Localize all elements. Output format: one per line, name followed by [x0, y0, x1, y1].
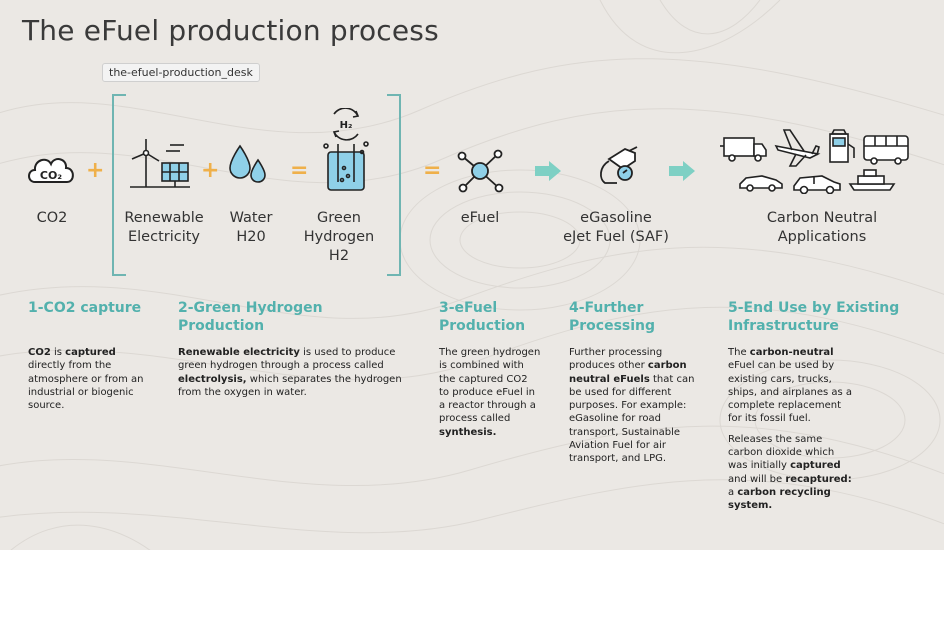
desc4-line6: eGasoline for road [569, 413, 661, 425]
label-water: Water H20 [222, 209, 280, 247]
label-green-line3: H2 [328, 248, 350, 264]
step1-description: CO2 is captured directly from the atmosp… [28, 346, 168, 412]
desc5-line7: Releases the same [728, 433, 823, 445]
contour-background [0, 0, 944, 550]
plus-operator-2: + [201, 158, 220, 183]
co2-cloud-icon: CO₂ [28, 158, 74, 183]
label-carbon-neutral: Carbon Neutral Applications [752, 209, 892, 247]
arrow-right-icon-2 [669, 161, 695, 181]
water-drops-icon [229, 144, 266, 183]
label-green-line2: Hydrogen [303, 229, 375, 245]
desc4-line2: produces other carbon [569, 360, 687, 372]
label-renewable: Renewable Electricity [118, 209, 210, 247]
label-efuel-line1: eFuel [460, 210, 500, 226]
label-water-line1: Water [229, 210, 273, 226]
desc3-line6: process called [439, 413, 511, 425]
desc3-line4: to produce eFuel in [439, 386, 536, 398]
desc4-line3: neutral eFuels that can [569, 373, 695, 385]
bracket-left [112, 94, 126, 276]
step5-title-line1: 5-End Use by Existing [728, 300, 900, 316]
desc5-line2: eFuel can be used by [728, 360, 835, 372]
desc1-line4: industrial or biogenic [28, 386, 134, 398]
desc4-line4: be used for different [569, 386, 672, 398]
vehicles-icon [720, 129, 909, 194]
equals-operator-2: = [423, 158, 442, 183]
step3-title-line2: Production [439, 318, 526, 334]
label-water-line2: H20 [236, 229, 266, 245]
infographic-panel: The eFuel production process the-efuel-p… [0, 0, 944, 550]
tooltip: the-efuel-production_desk [102, 63, 260, 82]
desc5-line9: was initially captured [728, 460, 841, 472]
desc1-line2: directly from the [28, 360, 112, 372]
step3-title: 3-eFuel Production [439, 299, 525, 335]
label-green-line1: Green [317, 210, 361, 226]
label-egasoline: eGasoline eJet Fuel (SAF) [550, 209, 682, 247]
desc4-line8: Aviation Fuel for air [569, 440, 667, 452]
step4-description: Further processing produces other carbon… [569, 346, 709, 466]
step5-title-line2: Infrastructure [728, 318, 839, 334]
label-carbon-line1: Carbon Neutral [766, 210, 878, 226]
step2-description: Renewable electricity is used to produce… [178, 346, 418, 399]
renewable-energy-icon [130, 139, 190, 188]
bracket-right [387, 94, 401, 276]
desc3-line1: The green hydrogen [439, 347, 541, 358]
desc1-line3: atmosphere or from an [28, 373, 144, 385]
h2-badge: H₂ [340, 120, 353, 131]
step3-title-line1: 3-eFuel [439, 300, 498, 316]
desc5-line12: system. [728, 500, 773, 512]
label-co2: CO2 [28, 209, 76, 228]
desc3-line2: is combined with [439, 360, 524, 372]
step1-title-line1: 1-CO2 capture [28, 300, 142, 316]
desc5-line8: carbon dioxide which [728, 447, 835, 459]
label-egasoline-line2: eJet Fuel (SAF) [563, 229, 669, 245]
step3-description: The green hydrogen is combined with the … [439, 346, 559, 439]
desc5-line11: a carbon recycling [728, 486, 831, 498]
label-renewable-line1: Renewable [124, 210, 204, 226]
desc4-line5: purposes. For example: [569, 400, 687, 412]
desc5-line1: The carbon-neutral [728, 347, 834, 358]
desc1-line5: source. [28, 400, 65, 412]
label-green-hydrogen: Green Hydrogen H2 [300, 209, 378, 266]
desc2-line4: from the oxygen in water. [178, 386, 307, 398]
desc4-line7: transport, Sustainable [569, 426, 681, 438]
desc2-line3: electrolysis, which separates the hydrog… [178, 373, 402, 385]
step5-title: 5-End Use by Existing Infrastructure [728, 299, 899, 335]
desc5-line3: existing cars, trucks, [728, 373, 832, 385]
desc2-line1: Renewable electricity is used to produce [178, 347, 396, 358]
desc3-line7: synthesis. [439, 426, 497, 438]
desc5-line5: complete replacement [728, 400, 841, 412]
desc4-line9: transport, and LPG. [569, 453, 667, 465]
step5-description: The carbon-neutral eFuel can be used by … [728, 346, 888, 513]
equals-operator-1: = [290, 158, 309, 183]
arrow-right-icon-1 [535, 161, 561, 181]
label-renewable-line2: Electricity [127, 229, 201, 245]
plus-operator-1: + [86, 158, 105, 183]
desc5-line10: and will be recaptured: [728, 473, 852, 485]
step4-title: 4-Further Processing [569, 299, 655, 335]
label-co2-line1: CO2 [36, 210, 68, 226]
label-efuel: eFuel [450, 209, 510, 228]
desc2-line2: green hydrogen through a process called [178, 360, 384, 372]
green-hydrogen-icon: H₂ [323, 108, 369, 191]
fuel-nozzle-icon [600, 146, 638, 184]
label-carbon-line2: Applications [777, 229, 867, 245]
desc5-line6: for its fossil fuel. [728, 413, 811, 425]
step2-title: 2-Green Hydrogen Production [178, 299, 323, 335]
desc1-line1: CO2 is captured [28, 347, 116, 358]
step1-title: 1-CO2 capture [28, 299, 141, 317]
desc3-line5: a reactor through a [439, 400, 536, 412]
step4-title-line2: Processing [569, 318, 656, 334]
step2-title-line1: 2-Green Hydrogen [178, 300, 323, 316]
efuel-molecule-icon [457, 149, 504, 193]
desc3-line3: the captured CO2 [439, 373, 528, 385]
desc5-line4: ships, and airplanes as a [728, 386, 853, 398]
co2-badge: CO₂ [40, 169, 62, 182]
step2-title-line2: Production [178, 318, 265, 334]
step4-title-line1: 4-Further [569, 300, 644, 316]
desc4-line1: Further processing [569, 347, 663, 358]
page-title: The eFuel production process [22, 14, 439, 47]
label-egasoline-line1: eGasoline [580, 210, 652, 226]
